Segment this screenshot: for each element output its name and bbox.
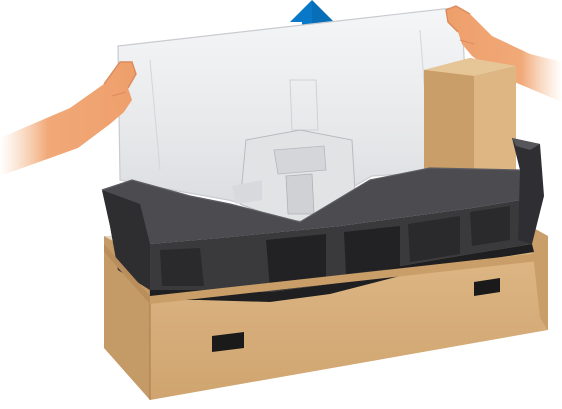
left-hand — [0, 62, 136, 176]
